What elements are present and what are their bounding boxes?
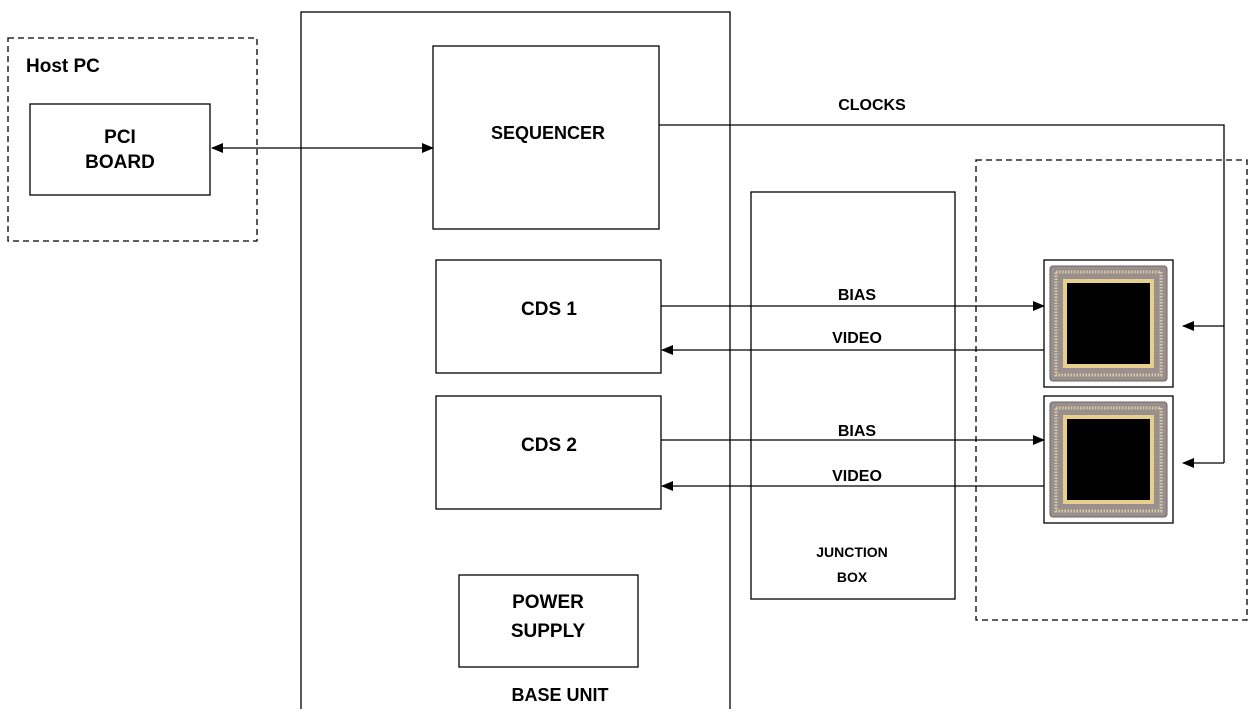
junction-box-label-line2: BOX <box>837 569 868 585</box>
video2-label: VIDEO <box>832 468 882 485</box>
sensor-chip-2-die <box>1067 419 1150 500</box>
clocks-label: CLOCKS <box>838 97 906 114</box>
pci-board-label-line2: BOARD <box>85 152 155 173</box>
cds1-box <box>435 259 662 374</box>
video1-label: VIDEO <box>832 330 882 347</box>
host-pc-title: Host PC <box>26 56 100 77</box>
junction-box <box>750 191 956 600</box>
bias1-label: BIAS <box>838 287 877 304</box>
power-supply-label-line1: POWER <box>512 592 584 613</box>
sensor-chip-1-pins <box>1054 270 1163 377</box>
sensor-chip-1 <box>1043 259 1174 388</box>
pci-board-label-line1: PCI <box>104 127 136 148</box>
cds2-box <box>435 395 662 510</box>
base-unit-label: BASE UNIT <box>511 685 608 705</box>
sensor-housing-boundary <box>975 159 1248 621</box>
junction-box-label-line1: JUNCTION <box>816 544 888 560</box>
sequencer-label: SEQUENCER <box>491 123 605 143</box>
cds1-label: CDS 1 <box>521 299 577 320</box>
pci-board-box <box>29 103 211 196</box>
power-supply-box <box>458 574 639 668</box>
host-pc-boundary <box>7 37 258 242</box>
sensor-chip-2 <box>1043 395 1174 524</box>
cds2-label: CDS 2 <box>521 435 577 456</box>
clocks-line <box>659 124 1225 463</box>
sequencer-box <box>432 45 660 230</box>
sensor-chip-2-pins <box>1054 406 1163 513</box>
power-supply-label-line2: SUPPLY <box>511 621 586 642</box>
sensor-chip-1-die <box>1067 283 1150 364</box>
bias2-label: BIAS <box>838 423 877 440</box>
